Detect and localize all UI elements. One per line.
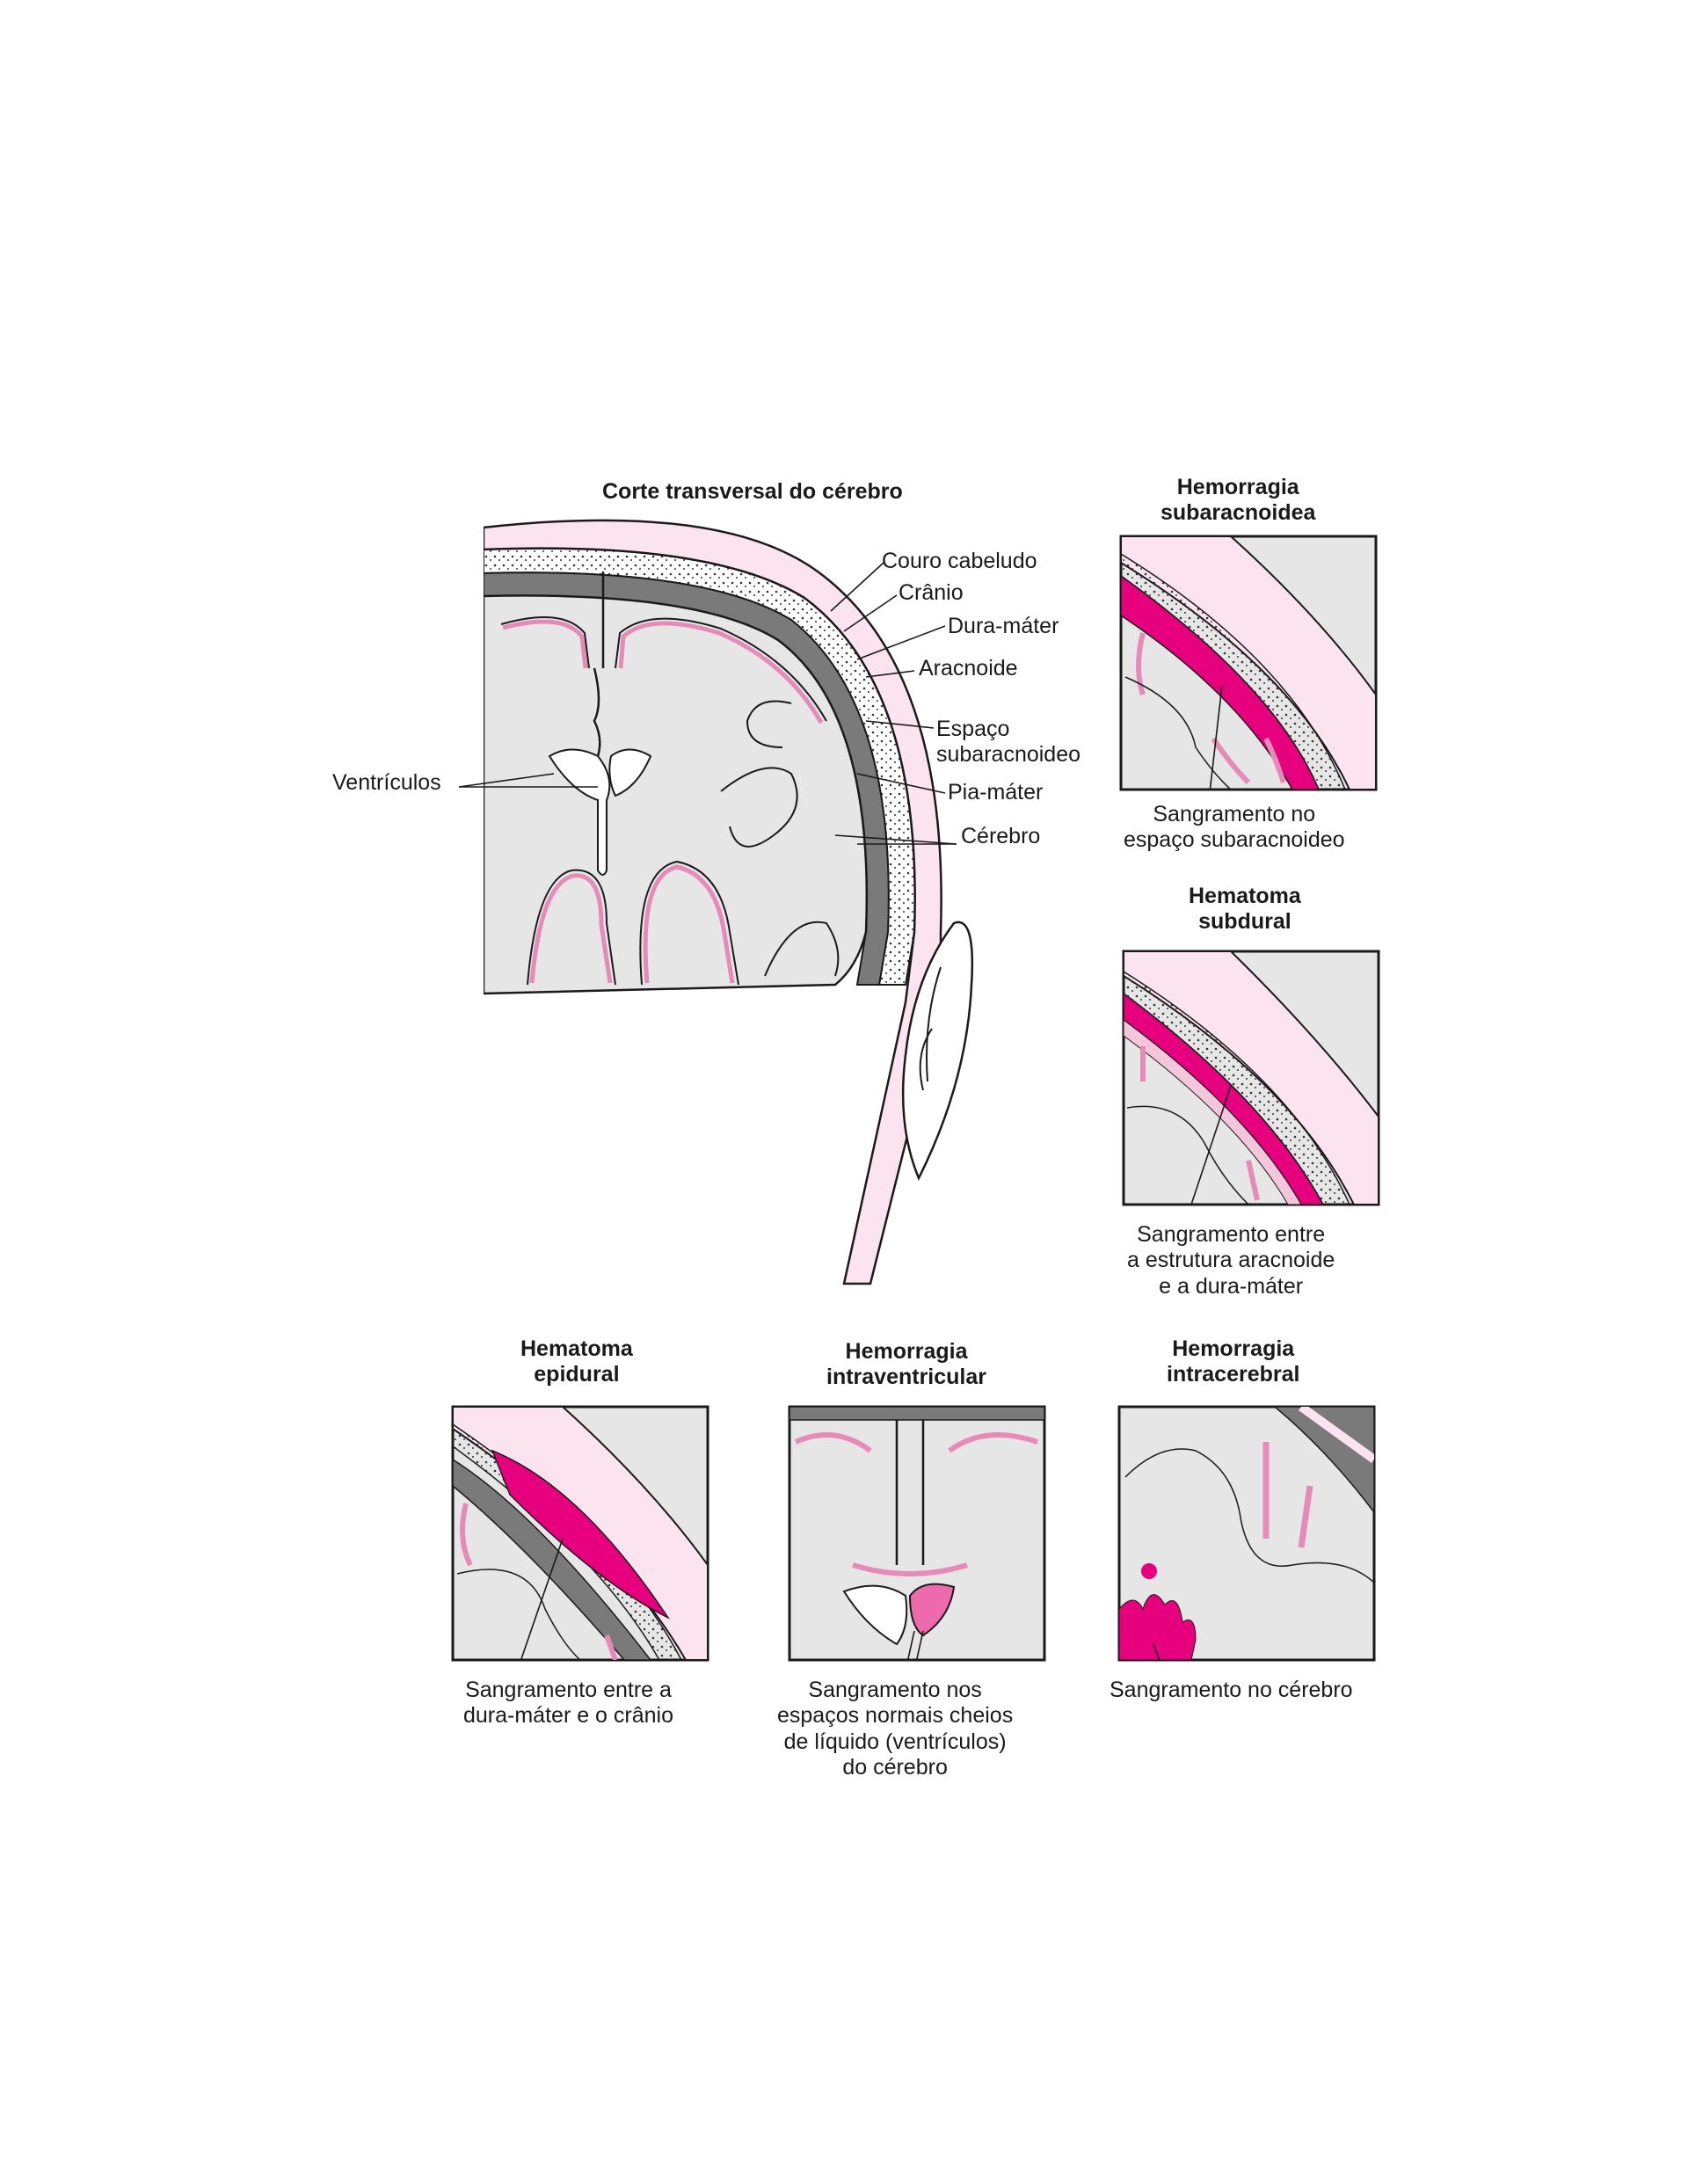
panel-title-subarachnoid: Hemorragia subaracnoidea	[1160, 475, 1316, 526]
label-dura: Dura-máter	[948, 614, 1059, 638]
label-brain: Cérebro	[961, 824, 1041, 848]
panel-subarachnoid-drawing	[1119, 535, 1378, 791]
panel-caption-intraventricular: Sangramento nos espaços normais cheios d…	[777, 1678, 1014, 1780]
label-subarachnoid-space: Espaço subaracnoideo	[936, 717, 1081, 768]
label-scalp: Couro cabeludo	[882, 549, 1037, 573]
panel-epidural-drawing	[451, 1405, 709, 1662]
leader-lines	[458, 562, 957, 845]
ventricle-shape	[548, 748, 611, 876]
label-arachnoid: Aracnoide	[919, 656, 1018, 681]
panel-intraventricular-drawing	[788, 1405, 1046, 1662]
panel-caption-intracerebral: Sangramento no cérebro	[1110, 1678, 1353, 1702]
label-pia: Pia-máter	[948, 780, 1044, 804]
panel-caption-epidural: Sangramento entre a dura-máter e o crâni…	[463, 1678, 674, 1729]
panel-caption-subdural: Sangramento entre a estrutura aracnoide …	[1127, 1222, 1335, 1299]
label-ventricles: Ventrículos	[332, 770, 441, 795]
panel-intracerebral-drawing	[1117, 1405, 1376, 1662]
panel-title-subdural: Hematoma subdural	[1189, 884, 1301, 935]
brain-mass	[484, 594, 869, 995]
ear	[901, 921, 974, 1182]
panel-title-epidural: Hematoma epidural	[520, 1336, 633, 1387]
label-skull: Crânio	[899, 580, 964, 605]
panel-caption-subarachnoid: Sangramento no espaço subaracnoideo	[1124, 802, 1345, 853]
main-title: Corte transversal do cérebro	[602, 479, 903, 504]
panel-title-intracerebral: Hemorragia intracerebral	[1167, 1336, 1300, 1387]
panel-title-intraventricular: Hemorragia intraventricular	[826, 1339, 987, 1390]
panel-subdural-drawing	[1122, 950, 1380, 1206]
